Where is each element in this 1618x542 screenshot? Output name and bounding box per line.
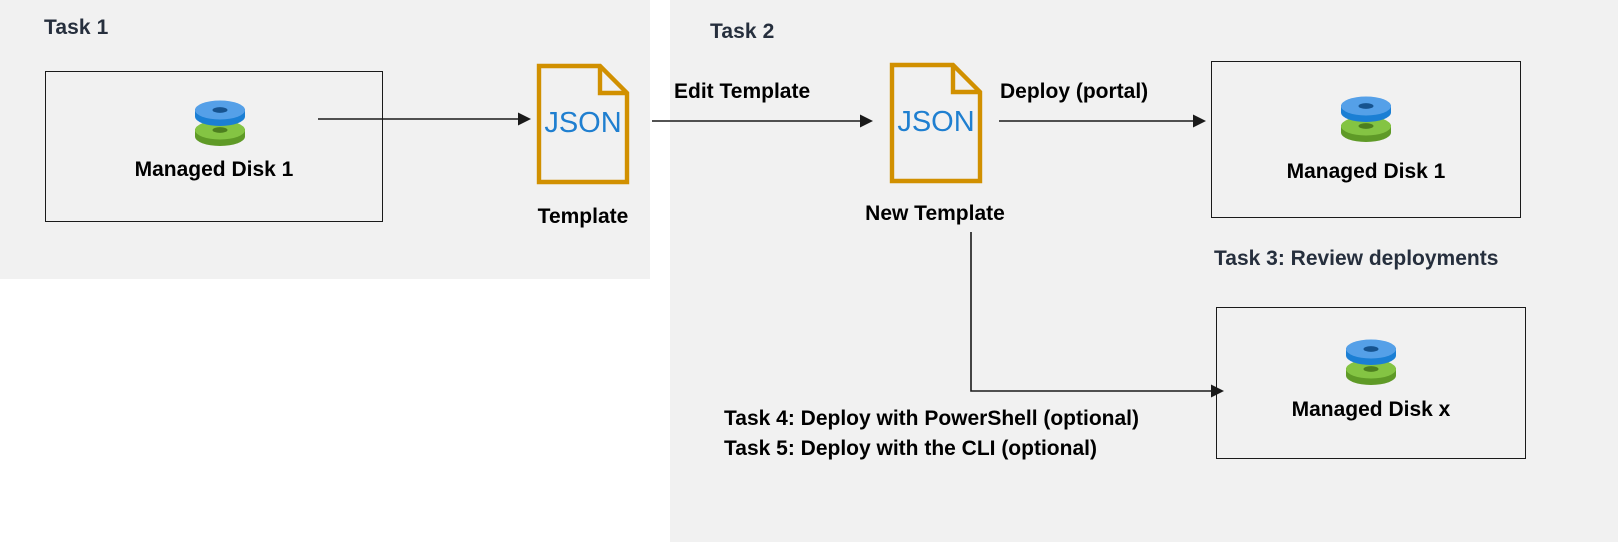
managed-disk-1-box-source	[45, 71, 383, 222]
managed-disk-icon	[191, 92, 249, 148]
json-file-icon-template: JSON	[536, 63, 630, 185]
json-label-new-template: JSON	[897, 106, 974, 138]
managed-disk-1-caption-source: Managed Disk 1	[134, 158, 294, 181]
arrow-edit-template	[652, 110, 874, 132]
task1-heading: Task 1	[44, 16, 109, 39]
deploy-portal-label: Deploy (portal)	[1000, 80, 1149, 103]
task3-heading: Task 3: Review deployments	[1214, 247, 1499, 270]
task2-panel	[670, 0, 1618, 542]
template-caption: Template	[537, 205, 629, 228]
edit-template-label: Edit Template	[674, 80, 811, 103]
json-label-template: JSON	[544, 107, 621, 139]
managed-disk-x-box	[1216, 307, 1526, 459]
managed-disk-icon	[1342, 330, 1400, 388]
arrow-deploy-portal	[999, 110, 1207, 132]
task4-note: Task 4: Deploy with PowerShell (optional…	[724, 407, 1139, 430]
managed-disk-icon	[1337, 87, 1395, 145]
managed-disk-1-caption-portal: Managed Disk 1	[1286, 160, 1446, 183]
task1-panel	[0, 0, 650, 279]
task2-heading: Task 2	[710, 20, 775, 43]
new-template-caption: New Template	[865, 202, 1005, 225]
arrow-disk-to-template	[318, 108, 532, 130]
arrow-new-template-to-managed-disk-x	[968, 232, 1226, 407]
optional-tasks-note: Task 4: Deploy with PowerShell (optional…	[724, 404, 1139, 464]
managed-disk-1-box-portal	[1211, 61, 1521, 218]
json-file-icon-new-template: JSON	[889, 62, 983, 184]
task5-note: Task 5: Deploy with the CLI (optional)	[724, 436, 1097, 460]
managed-disk-x-caption: Managed Disk x	[1291, 398, 1451, 421]
